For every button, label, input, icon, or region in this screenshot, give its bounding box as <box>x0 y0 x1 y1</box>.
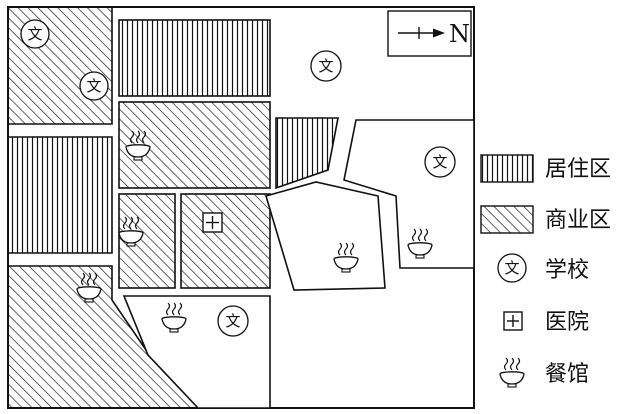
legend-label-residential: 居住区 <box>545 157 611 182</box>
legend-item-restaurant: 餐馆 <box>499 357 589 388</box>
legend-label-hospital: 医院 <box>545 310 589 335</box>
school-icon: 文 <box>424 146 456 178</box>
legend-label-school: 学校 <box>545 258 589 283</box>
school-icon: 文 <box>217 305 249 337</box>
school-icon: 文 <box>310 50 342 82</box>
residential-block-north <box>118 19 271 97</box>
residential-block-west <box>7 136 113 254</box>
school-icon: 文 <box>504 259 519 277</box>
restaurant-icon <box>499 357 525 388</box>
legend-label-restaurant: 餐馆 <box>545 362 589 387</box>
legend: 居住区 商业区 文 学校 医院 餐馆 <box>480 154 611 388</box>
north-arrow: N <box>387 10 472 57</box>
svg-text:文: 文 <box>86 77 101 95</box>
svg-text:文: 文 <box>318 57 333 75</box>
legend-item-hospital: 医院 <box>503 310 589 335</box>
legend-item-residential: 居住区 <box>480 154 611 183</box>
residential-block-small <box>275 117 339 190</box>
school-icon: 文 <box>79 71 109 101</box>
hospital-icon <box>202 212 223 233</box>
north-label: N <box>449 20 470 48</box>
svg-text:文: 文 <box>225 312 240 330</box>
school-icon: 文 <box>20 19 50 49</box>
commercial-block-hospital <box>180 193 271 289</box>
legend-label-commercial: 商业区 <box>545 208 611 233</box>
commercial-block-northwest <box>7 6 113 125</box>
svg-text:文: 文 <box>432 153 447 171</box>
legend-item-school: 文 学校 <box>497 253 589 283</box>
svg-text:文: 文 <box>27 25 42 43</box>
legend-item-commercial: 商业区 <box>480 205 611 234</box>
